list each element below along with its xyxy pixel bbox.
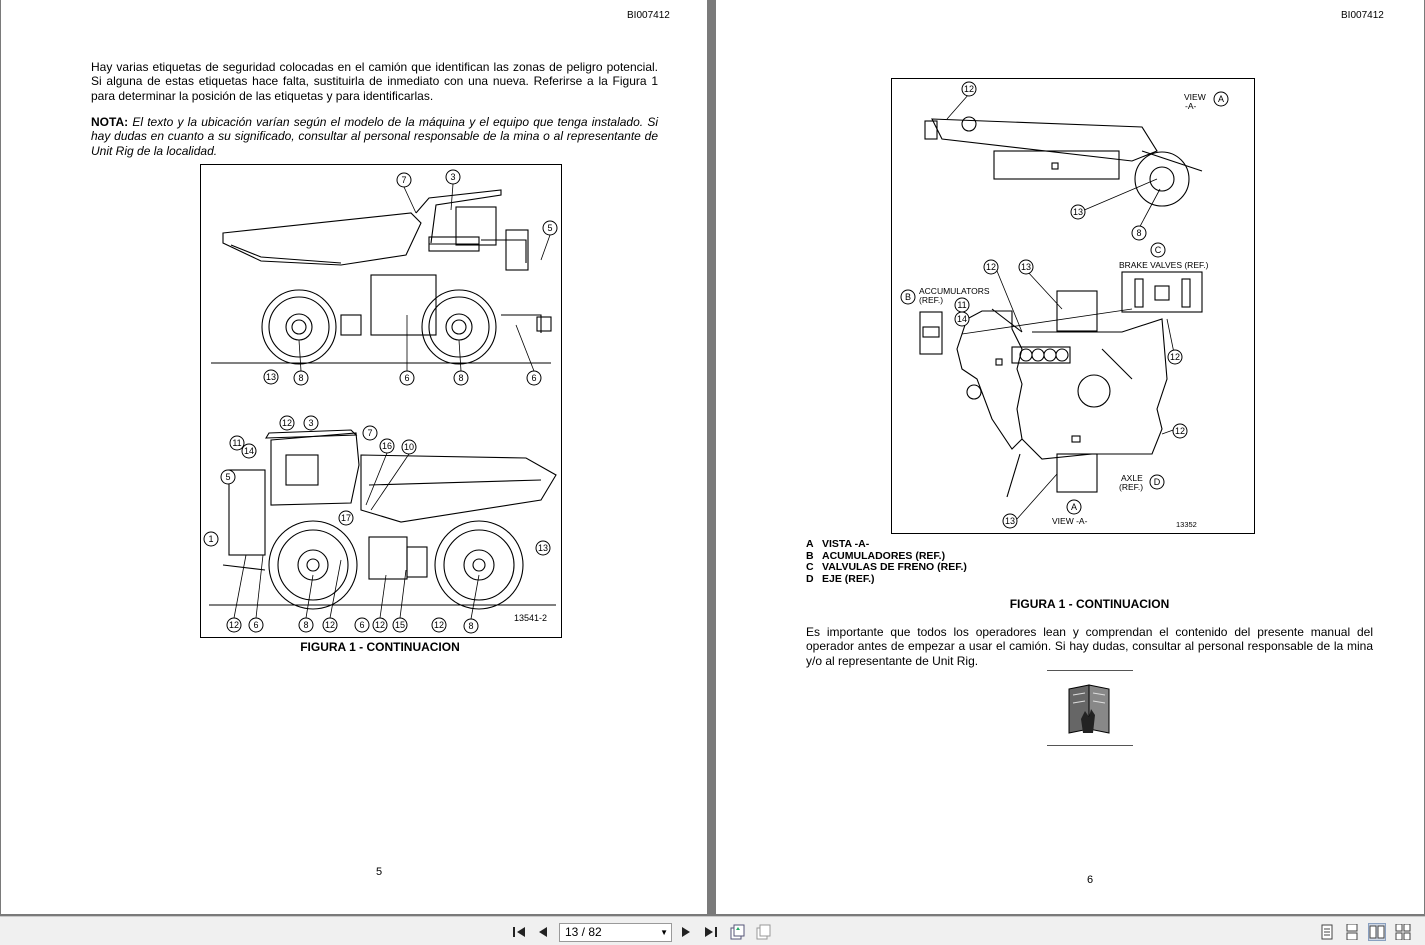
callout-7a: 7	[367, 428, 372, 438]
page-6: BI007412	[716, 0, 1424, 914]
chevron-down-icon[interactable]: ▼	[660, 928, 668, 937]
first-page-icon[interactable]	[510, 923, 528, 941]
facing-icon[interactable]	[1368, 923, 1386, 941]
callout-3: 3	[450, 172, 455, 182]
callout-13: 13	[266, 372, 276, 382]
callout-6b: 6	[531, 373, 536, 383]
callout-6c: 6	[359, 620, 364, 630]
operators-paragraph: Es importante que todos los operadores l…	[806, 625, 1373, 668]
axle-ref: (REF.)	[1119, 482, 1143, 492]
figure-caption: FIGURA 1 - CONTINUACION	[300, 640, 460, 654]
callout-13a: 13	[1021, 262, 1031, 272]
callout-6a: 6	[253, 620, 258, 630]
letter-a: A	[1218, 94, 1224, 104]
callout-16: 16	[382, 441, 392, 451]
callout-8b: 8	[458, 373, 463, 383]
axle-label: AXLE	[1121, 473, 1143, 483]
callout-11: 11	[957, 300, 966, 310]
continuous-icon[interactable]	[1343, 923, 1361, 941]
callout-5: 5	[547, 223, 552, 233]
go-back-icon[interactable]	[728, 923, 746, 941]
callout-1: 1	[208, 534, 213, 544]
callout-13a: 13	[538, 543, 548, 553]
drawing-number: 13352	[1176, 520, 1197, 529]
brake-valves-label: BRAKE VALVES (REF.)	[1119, 260, 1209, 270]
accumulators-label: ACCUMULATORS	[919, 286, 990, 296]
letter-c: C	[1155, 245, 1162, 255]
view-sub-label: -A-	[1185, 101, 1197, 111]
drawing-number: 13541-2	[514, 613, 547, 623]
callout-17: 17	[341, 513, 351, 523]
letter-a-bottom: A	[1071, 502, 1077, 512]
single-page-icon[interactable]	[1318, 923, 1336, 941]
callout-3a: 3	[308, 418, 313, 428]
truck-figure: 7 3 5 13 8 6 8 6	[200, 164, 562, 638]
callout-12: 12	[964, 84, 974, 94]
prev-page-icon[interactable]	[534, 923, 552, 941]
continuous-facing-icon[interactable]	[1394, 923, 1412, 941]
view-label: VIEW	[1184, 92, 1206, 102]
page-number-input[interactable]: 13 / 82 ▼	[559, 923, 672, 942]
document-viewport[interactable]: BI007412 Hay varias etiquetas de segurid…	[0, 0, 1425, 916]
note-label: NOTA:	[91, 115, 129, 129]
page-5: BI007412 Hay varias etiquetas de segurid…	[1, 0, 707, 914]
last-page-icon[interactable]	[702, 923, 720, 941]
callout-15: 15	[395, 620, 405, 630]
callout-14: 14	[957, 314, 967, 324]
callout-13: 13	[1073, 207, 1083, 217]
note-paragraph: NOTA: El texto y la ubicación varían seg…	[91, 115, 658, 158]
letter-b: B	[905, 292, 911, 302]
next-page-icon[interactable]	[677, 923, 695, 941]
callout-12c: 12	[325, 620, 335, 630]
callout-14: 14	[244, 446, 254, 456]
callout-12d: 12	[375, 620, 385, 630]
document-id: BI007412	[627, 10, 670, 21]
callout-12c: 12	[1175, 426, 1185, 436]
callout-6: 6	[404, 373, 409, 383]
callout-13b: 13	[1005, 516, 1015, 526]
note-text: El texto y la ubicación varían según el …	[91, 115, 658, 158]
callout-12e: 12	[434, 620, 444, 630]
callout-11: 11	[232, 438, 241, 448]
bottom-view-label: VIEW -A-	[1052, 516, 1088, 526]
go-forward-icon[interactable]	[754, 923, 772, 941]
brake-drawing: 12 13 8 12 13 11 14 12 12 13 A B C D A	[900, 81, 1229, 529]
callout-8: 8	[1136, 228, 1141, 238]
figure-caption: FIGURA 1 - CONTINUACION	[1009, 597, 1170, 611]
page-indicator: 13 / 82	[565, 925, 602, 939]
callout-12b: 12	[1170, 352, 1180, 362]
page-number: 6	[1087, 874, 1094, 886]
letter-d: D	[1154, 477, 1161, 487]
callout-10: 10	[404, 442, 414, 452]
accumulators-ref: (REF.)	[919, 295, 943, 305]
callout-12a: 12	[282, 418, 292, 428]
manual-icon	[1047, 670, 1133, 746]
brake-figure: 12 13 8 12 13 11 14 12 12 13 A B C D A	[891, 78, 1255, 534]
callout-8: 8	[298, 373, 303, 383]
callout-12a: 12	[986, 262, 996, 272]
callout-8c: 8	[468, 621, 473, 631]
viewer-toolbar: 13 / 82 ▼	[0, 916, 1425, 945]
callout-12b: 12	[229, 620, 239, 630]
document-id: BI007412	[1341, 10, 1384, 21]
page-number: 5	[376, 866, 383, 878]
callout-8a: 8	[303, 620, 308, 630]
truck-drawing: 7 3 5 13 8 6 8 6	[203, 169, 558, 634]
callout-7: 7	[401, 175, 406, 185]
intro-paragraph: Hay varias etiquetas de seguridad coloca…	[91, 60, 658, 103]
callout-5a: 5	[225, 472, 230, 482]
